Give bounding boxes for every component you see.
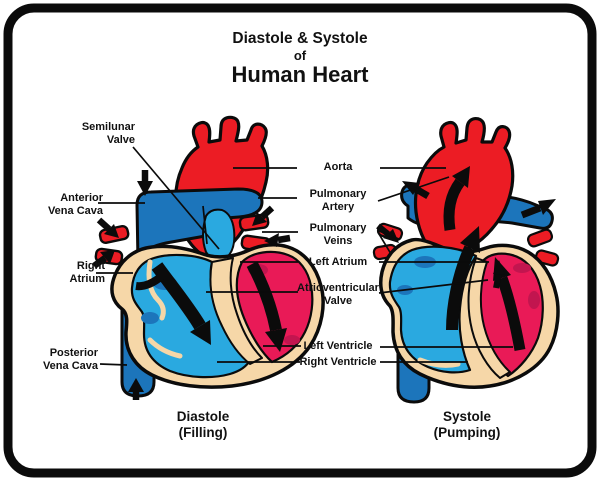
title-line-1: Diastole & Systole	[232, 30, 368, 47]
label-pulmonary-veins: Pulmonary Veins	[309, 222, 367, 247]
caption-systole: Systole (Pumping)	[433, 409, 501, 440]
chamber-shading	[284, 335, 300, 345]
leader-pulmonary-veins-right-1	[378, 230, 400, 240]
outflow-tract	[202, 208, 236, 261]
septum	[467, 257, 511, 379]
label-semilunar-valve: Semilunar Valve	[81, 121, 135, 146]
chamber-shading	[141, 312, 159, 324]
label-aorta: Aorta	[323, 161, 353, 173]
chamber-shading	[528, 291, 540, 309]
trabeculae	[146, 259, 166, 321]
aorta-vessel	[413, 116, 515, 258]
label-left-ventricle: Left Ventricle	[303, 340, 373, 352]
septum	[209, 257, 263, 365]
label-right-atrium: Right Atrium	[69, 260, 105, 285]
leader-lines	[96, 146, 513, 366]
chamber-shading	[513, 263, 531, 273]
title-line-3: Human Heart	[231, 62, 369, 87]
label-posterior-vena-cava: Posterior Vena Cava	[42, 347, 98, 372]
label-pulmonary-artery: Pulmonary Artery	[309, 188, 367, 213]
frame-border	[3, 3, 597, 478]
title-line-2: of	[293, 48, 307, 63]
label-left-atrium: Left Atrium	[308, 256, 368, 268]
inflow-arrows	[92, 170, 291, 400]
leader-pulmonary-veins-right-2	[378, 233, 392, 255]
leader-pulmonary-artery-right	[377, 176, 450, 202]
label-right-ventricle: Right Ventricle	[299, 356, 377, 368]
page-title: Diastole & Systole of Human Heart	[150, 30, 450, 87]
leader-semilunar-valve-branch	[202, 205, 208, 245]
label-atrioventricular-valve: Atrioventricular Valve	[297, 282, 379, 307]
leader-atrioventricular-valve-right	[378, 279, 489, 294]
systole-heart-illustration	[372, 116, 560, 404]
trabeculae	[147, 337, 183, 359]
leader-semilunar-valve	[132, 146, 220, 250]
label-anterior-vena-cava: Anterior Vena Cava	[47, 192, 103, 217]
pumping-blood-flow-arrows	[443, 166, 526, 351]
leader-posterior-vena-cava	[99, 363, 128, 366]
caption-diastole: Diastole (Filling)	[176, 409, 230, 440]
